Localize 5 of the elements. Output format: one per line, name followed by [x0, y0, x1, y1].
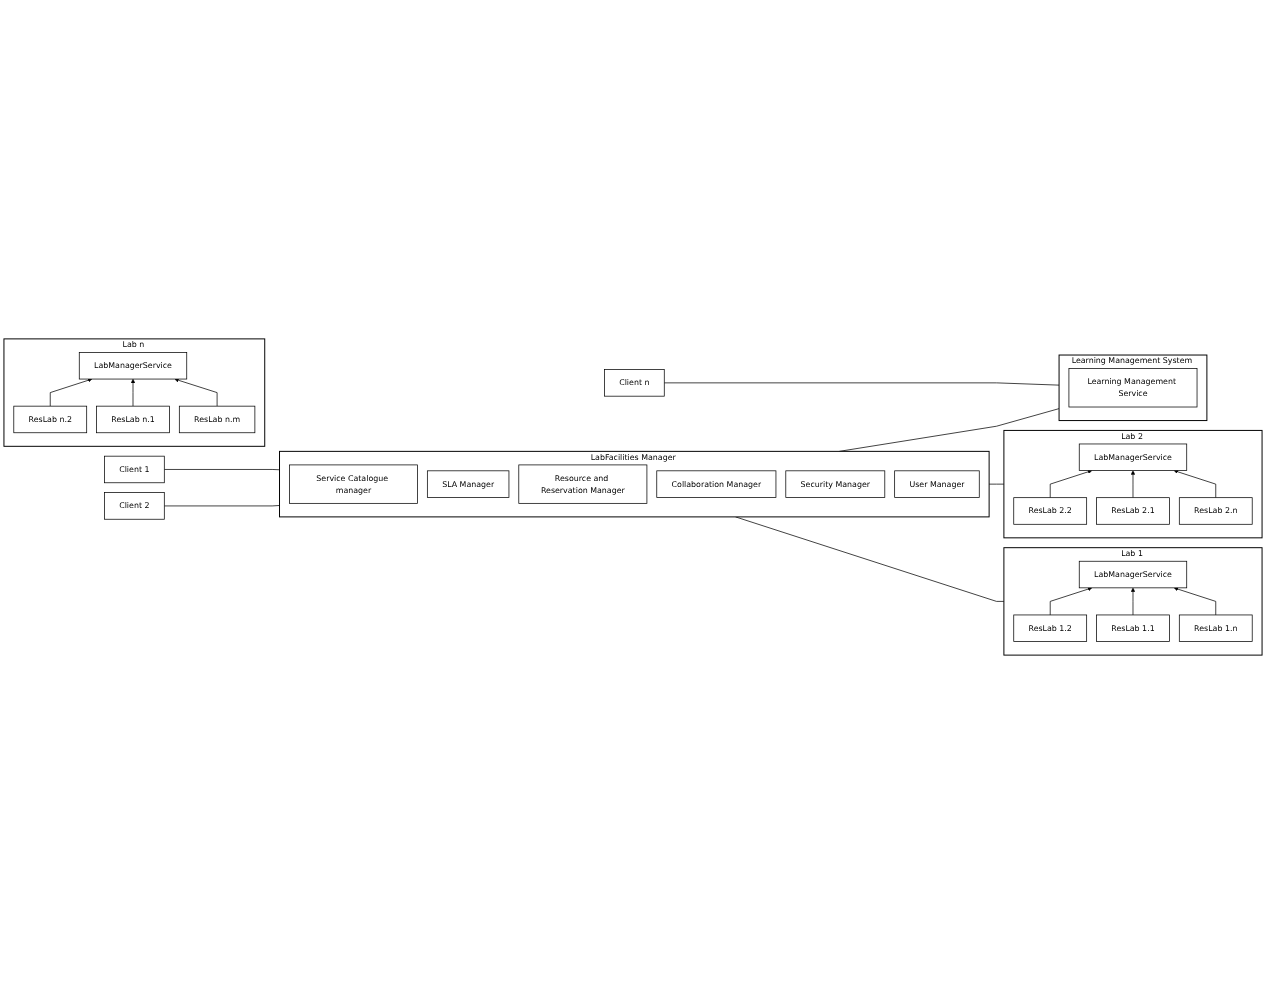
connector: [735, 516, 1005, 602]
connector: [163, 469, 280, 471]
connector: [988, 483, 1005, 485]
connector: [163, 505, 280, 507]
connector: [663, 382, 1060, 386]
